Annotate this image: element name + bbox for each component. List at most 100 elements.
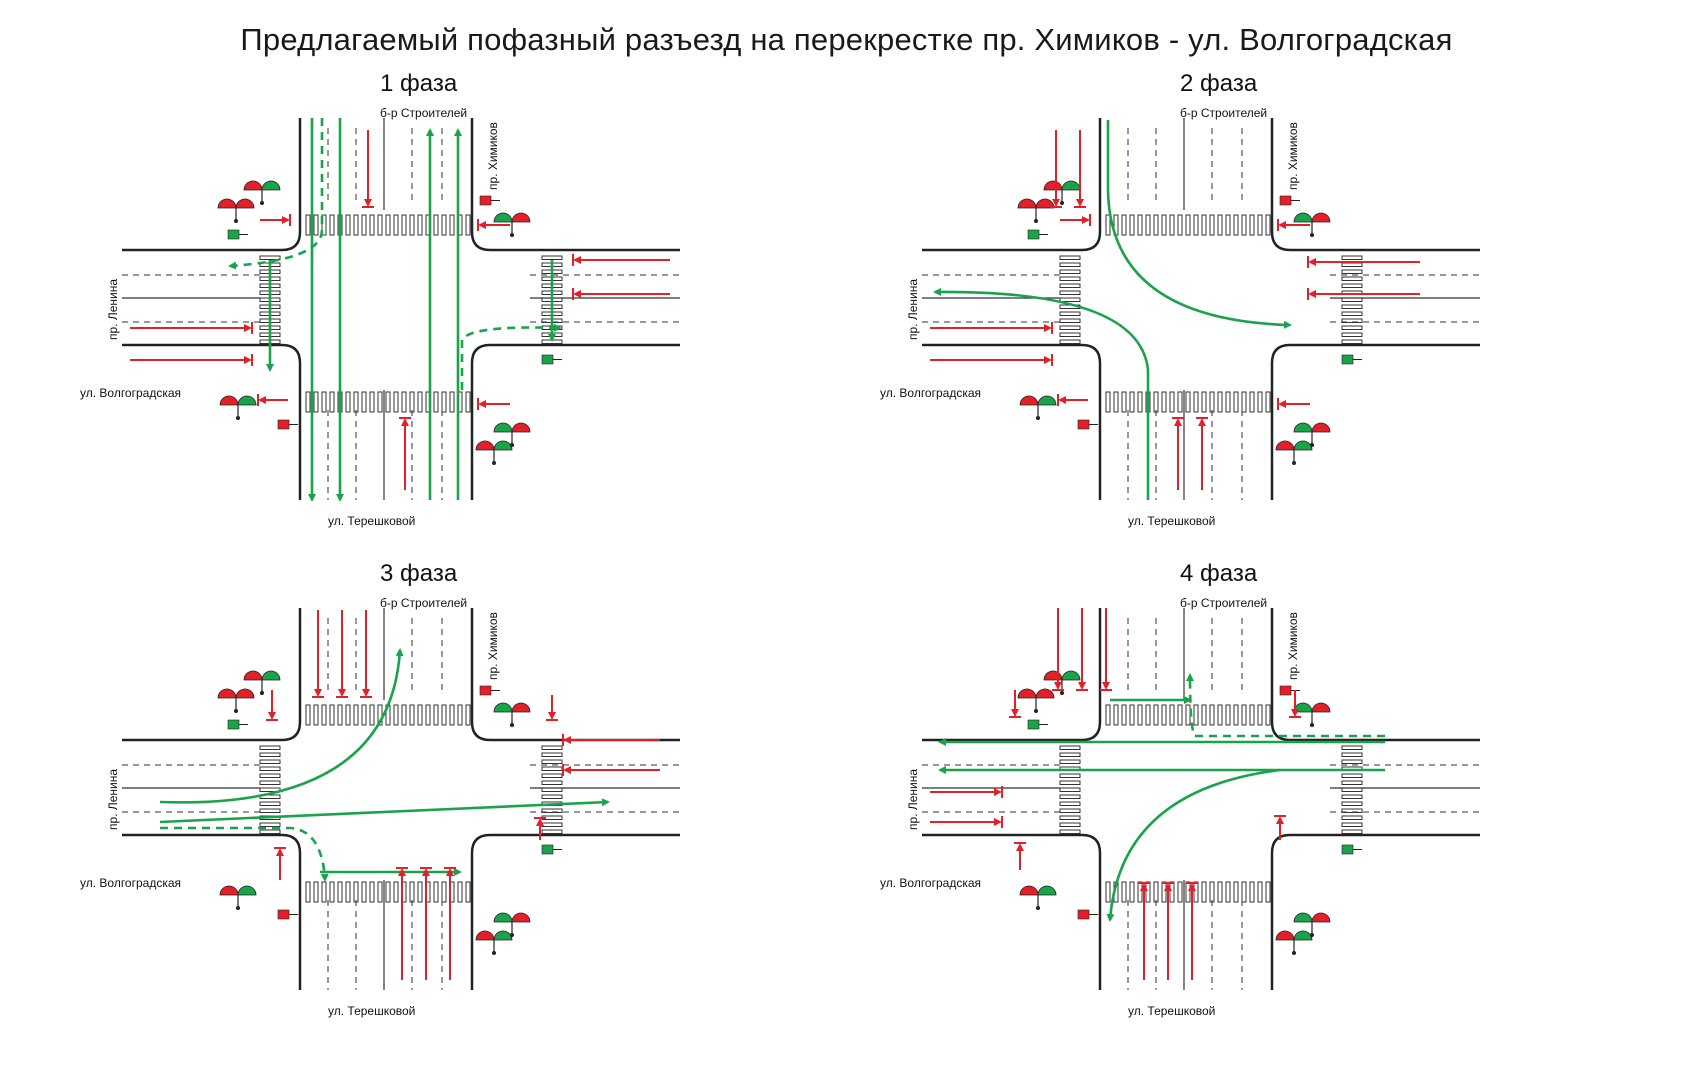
traffic-light-part <box>217 688 237 699</box>
crosswalk-stripe <box>1341 297 1363 302</box>
traffic-light-part <box>511 912 531 923</box>
crosswalk-stripe <box>1249 704 1255 726</box>
crosswalk-stripe <box>409 391 415 413</box>
crosswalk-stripe <box>457 881 463 903</box>
traffic-light-icon <box>1019 395 1057 420</box>
traffic-light-icon <box>243 670 281 695</box>
traffic-light-icon <box>1019 885 1057 910</box>
crosswalk-stripe <box>1129 391 1135 413</box>
crosswalk-stripe <box>1113 704 1119 726</box>
crosswalk-stripe <box>393 391 399 413</box>
crosswalk-stripe <box>401 391 407 413</box>
crosswalk-stripe <box>441 881 447 903</box>
crosswalk-stripe <box>305 391 311 413</box>
road-edge-nw <box>122 118 302 252</box>
crosswalk-stripe <box>1257 214 1263 236</box>
crosswalk-stripe <box>393 214 399 236</box>
label-south-street: ул. Терешковой <box>1128 1004 1216 1018</box>
crosswalk-stripe <box>305 881 311 903</box>
page-title: Предлагаемый пофазный разъезд на перекре… <box>240 22 1453 57</box>
label-west-street-vertical: пр. Ленина <box>106 278 120 340</box>
crosswalk-stripe <box>259 808 281 813</box>
traffic-light-part <box>234 709 238 713</box>
crosswalk-stripe <box>1153 881 1159 903</box>
crosswalk-stripe <box>377 391 383 413</box>
crosswalk-stripe <box>417 214 423 236</box>
crosswalk-stripe <box>1193 881 1199 903</box>
crosswalk-stripe <box>377 704 383 726</box>
pedestrian-signal-icon <box>1279 195 1292 206</box>
crosswalk-stripe <box>1059 339 1081 344</box>
traffic-light-part <box>235 198 255 209</box>
crosswalk-stripe <box>353 881 359 903</box>
traffic-light-part <box>243 180 263 191</box>
crosswalk-stripe <box>361 391 367 413</box>
crosswalk-stripe <box>259 780 281 785</box>
crosswalk-stripe <box>1225 391 1231 413</box>
crosswalk-stripe <box>541 339 563 344</box>
crosswalk-stripe <box>1059 311 1081 316</box>
crosswalk-stripe <box>465 391 471 413</box>
traffic-light-part <box>1275 930 1295 941</box>
crosswalk-stripe <box>345 214 351 236</box>
crosswalk-stripe <box>1341 332 1363 337</box>
crosswalk-stripe <box>1217 391 1223 413</box>
traffic-light-part <box>1293 212 1313 223</box>
crosswalk-stripe <box>1177 881 1183 903</box>
crosswalk-stripe <box>1177 214 1183 236</box>
crosswalk-stripe <box>1217 881 1223 903</box>
label-west-street-vertical: пр. Ленина <box>106 768 120 830</box>
road-edge-nw <box>122 608 302 742</box>
traffic-light-part <box>1061 670 1081 681</box>
traffic-light-part <box>217 198 237 209</box>
crosswalk-stripe <box>329 214 335 236</box>
pedestrian-signal-icon <box>277 909 290 920</box>
crosswalk-stripe <box>1185 214 1191 236</box>
crosswalk-stripe <box>1105 881 1111 903</box>
traffic-light-icon <box>217 198 255 223</box>
crosswalk-stripe <box>541 255 563 260</box>
traffic-light-icon <box>493 912 531 937</box>
traffic-light-part <box>1017 688 1037 699</box>
crosswalk-stripe <box>1145 881 1151 903</box>
pedestrian-signal-icon <box>1077 419 1090 430</box>
crosswalk-stripe <box>361 214 367 236</box>
crosswalk-stripe <box>541 808 563 813</box>
crosswalk-stripe <box>425 704 431 726</box>
crosswalk-stripe <box>1257 391 1263 413</box>
traffic-light-part <box>1035 688 1055 699</box>
traffic-light-icon <box>217 688 255 713</box>
crosswalk-stripe <box>1121 214 1127 236</box>
traffic-light-part <box>492 951 496 955</box>
crosswalk-stripe <box>1241 391 1247 413</box>
traffic-light-icon <box>219 395 257 420</box>
crosswalk-stripe <box>1059 262 1081 267</box>
crosswalk-stripe <box>541 752 563 757</box>
traffic-light-part <box>1019 885 1039 896</box>
traffic-light-part <box>1311 422 1331 433</box>
label-north-street: б-р Строителей <box>380 106 468 120</box>
crosswalk-stripe <box>393 704 399 726</box>
crosswalk-stripe <box>1059 283 1081 288</box>
crosswalk-stripe <box>1169 214 1175 236</box>
crosswalk-stripe <box>1169 881 1175 903</box>
crosswalk-stripe <box>1341 773 1363 778</box>
traffic-light-icon <box>219 885 257 910</box>
label-west-street-vertical: пр. Ленина <box>906 768 920 830</box>
traffic-light-part <box>1311 912 1331 923</box>
crosswalk-stripe <box>1341 787 1363 792</box>
traffic-light-part <box>1037 885 1057 896</box>
traffic-light-part <box>1292 951 1296 955</box>
crosswalk-stripe <box>1137 704 1143 726</box>
crosswalk-stripe <box>321 704 327 726</box>
crosswalk-stripe <box>441 704 447 726</box>
traffic-light-icon <box>243 180 281 205</box>
traffic-light-part <box>1310 443 1314 447</box>
traffic-light-part <box>511 212 531 223</box>
crosswalk-stripe <box>1137 391 1143 413</box>
left-turn-arrow <box>933 287 1150 500</box>
crosswalk-stripe <box>1217 214 1223 236</box>
road-edge-se <box>470 343 680 500</box>
crosswalk-stripe <box>259 822 281 827</box>
traffic-light-part <box>1310 233 1314 237</box>
